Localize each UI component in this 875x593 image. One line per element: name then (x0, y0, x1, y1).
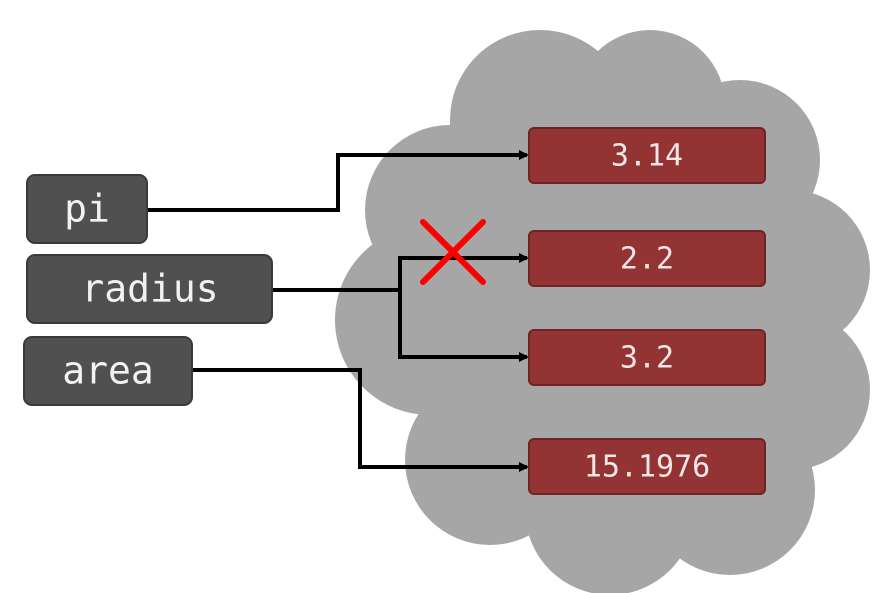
variable-pi: pi (26, 174, 148, 244)
variable-radius-label: radius (81, 267, 218, 311)
arrow-radius-to-2-2 (272, 253, 529, 292)
value-3-14-label: 3.14 (611, 139, 683, 174)
variable-pi-label: pi (64, 187, 110, 231)
memory-cloud (335, 30, 870, 593)
variable-area: area (23, 336, 193, 406)
value-3-2: 3.2 (528, 329, 766, 386)
removed-binding-cross-icon (420, 219, 486, 285)
value-3-14: 3.14 (528, 127, 766, 184)
variable-radius: radius (26, 254, 273, 324)
variable-area-label: area (62, 349, 154, 393)
binding-arrows (147, 150, 529, 472)
value-2-2-label: 2.2 (620, 242, 674, 277)
value-2-2: 2.2 (528, 230, 766, 287)
arrow-pi-to-3-14 (147, 150, 529, 212)
arrow-radius-to-3-2 (398, 290, 529, 362)
value-3-2-label: 3.2 (620, 341, 674, 376)
value-15-1976-label: 15.1976 (584, 450, 710, 485)
arrow-area-to-15-1976 (192, 368, 529, 472)
value-15-1976: 15.1976 (528, 438, 766, 495)
